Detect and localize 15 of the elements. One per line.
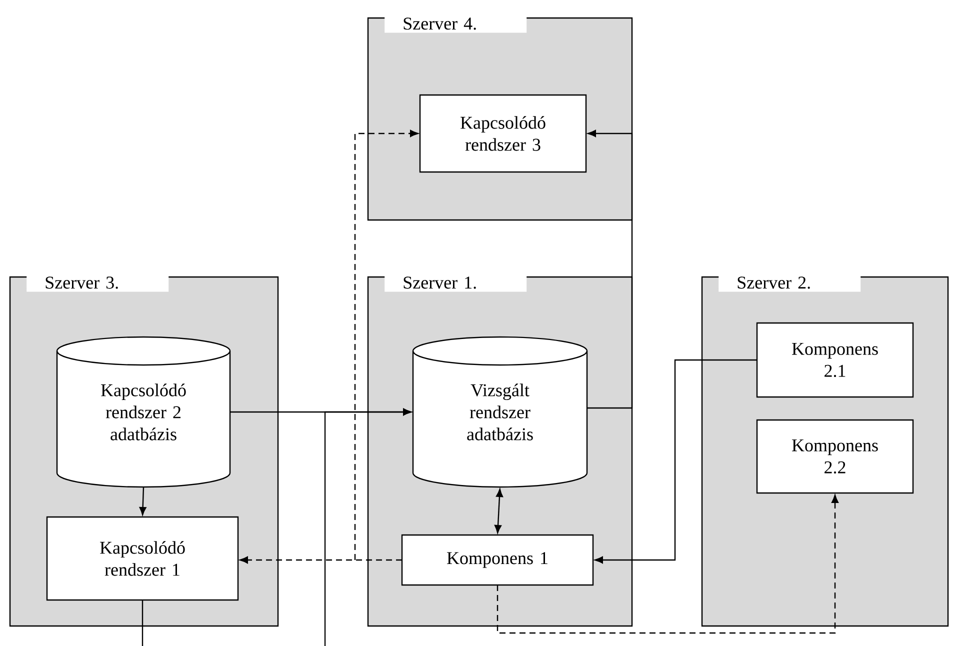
database-cylinder: Kapcsolódó rendszer 2 adatbázis	[56, 336, 231, 488]
process-box: Komponens 1	[401, 534, 594, 586]
arrow	[494, 488, 504, 534]
arrow	[354, 130, 418, 560]
process-box: Komponens 2.2	[756, 419, 914, 494]
arrow	[496, 494, 839, 634]
arrow	[240, 556, 402, 564]
arrow	[594, 359, 757, 564]
arrow	[587, 130, 633, 409]
arrow	[139, 486, 146, 516]
process-box: Kapcsolódó rendszer 1	[46, 516, 239, 601]
arrow	[324, 408, 412, 646]
process-box: Kapcsolódó rendszer 3	[419, 94, 587, 173]
database-cylinder: Vizsgált rendszer adatbázis	[412, 336, 588, 488]
process-box: Komponens 2.1	[756, 322, 914, 398]
